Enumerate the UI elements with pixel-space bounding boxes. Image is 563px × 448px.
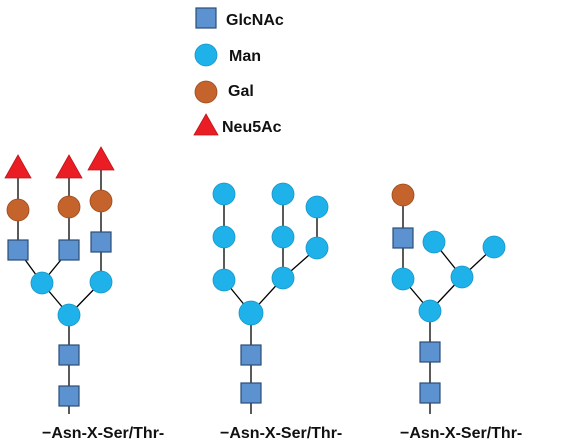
- legend: GlcNAc Man Gal Neu5Ac: [193, 7, 284, 136]
- mannose-residue: [238, 300, 264, 326]
- legend-item-glcnac: GlcNAc: [195, 7, 284, 29]
- mannose-residue: [271, 182, 295, 206]
- complex-glycan: −Asn-X-Ser/Thr-: [4, 146, 164, 442]
- glcnac-residue: [392, 227, 414, 249]
- mannose-residue: [418, 299, 442, 323]
- glcnac-residue: [240, 344, 262, 366]
- legend-label-neu5ac: Neu5Ac: [222, 119, 282, 136]
- mannose-residue: [305, 236, 329, 260]
- mannose-residue: [57, 303, 81, 327]
- glcnac-residue: [419, 341, 441, 363]
- legend-item-neu5ac: Neu5Ac: [193, 113, 282, 136]
- neu5ac-residue: [4, 154, 32, 179]
- glycosidic-bonds: [17, 160, 102, 414]
- sequon-label: −Asn-X-Ser/Thr-: [400, 425, 522, 442]
- galactose-residue: [57, 195, 81, 219]
- glycosidic-bonds: [402, 195, 495, 414]
- mannose-residue: [450, 265, 474, 289]
- legend-label-man: Man: [229, 48, 261, 65]
- sequon-label: −Asn-X-Ser/Thr-: [220, 425, 342, 442]
- mannose-residue: [212, 268, 236, 292]
- mannose-residue: [305, 195, 329, 219]
- neu5ac-triangle-icon: [193, 113, 219, 136]
- glcnac-residue: [58, 239, 80, 261]
- high-mannose-glycan: −Asn-X-Ser/Thr-: [212, 182, 342, 442]
- mannose-residue: [422, 230, 446, 254]
- mannose-residue: [212, 225, 236, 249]
- sequon-label: −Asn-X-Ser/Thr-: [42, 425, 164, 442]
- galactose-residue: [391, 183, 415, 207]
- mannose-residue: [89, 270, 113, 294]
- glcnac-residue: [90, 231, 112, 253]
- man-circle-icon: [194, 43, 218, 67]
- mannose-residue: [271, 266, 295, 290]
- galactose-residue: [6, 198, 30, 222]
- neu5ac-residue: [87, 146, 115, 171]
- galactose-residue: [89, 189, 113, 213]
- glcnac-residue: [419, 382, 441, 404]
- hybrid-glycan: −Asn-X-Ser/Thr-: [391, 183, 522, 442]
- mannose-residue: [271, 225, 295, 249]
- neu5ac-residue: [55, 154, 83, 179]
- mannose-residue: [212, 182, 236, 206]
- legend-label-glcnac: GlcNAc: [226, 12, 284, 29]
- glcnac-residue: [58, 385, 80, 407]
- glcnac-residue: [58, 344, 80, 366]
- gal-circle-icon: [194, 80, 218, 104]
- glcnac-square-icon: [195, 7, 217, 29]
- mannose-residue: [391, 267, 415, 291]
- glcnac-residue: [7, 239, 29, 261]
- glcnac-residue: [240, 382, 262, 404]
- mannose-residue: [482, 235, 506, 259]
- mannose-residue: [30, 271, 54, 295]
- legend-item-gal: Gal: [194, 80, 254, 104]
- legend-label-gal: Gal: [228, 83, 254, 100]
- legend-item-man: Man: [194, 43, 261, 67]
- glycosidic-bonds: [223, 194, 318, 414]
